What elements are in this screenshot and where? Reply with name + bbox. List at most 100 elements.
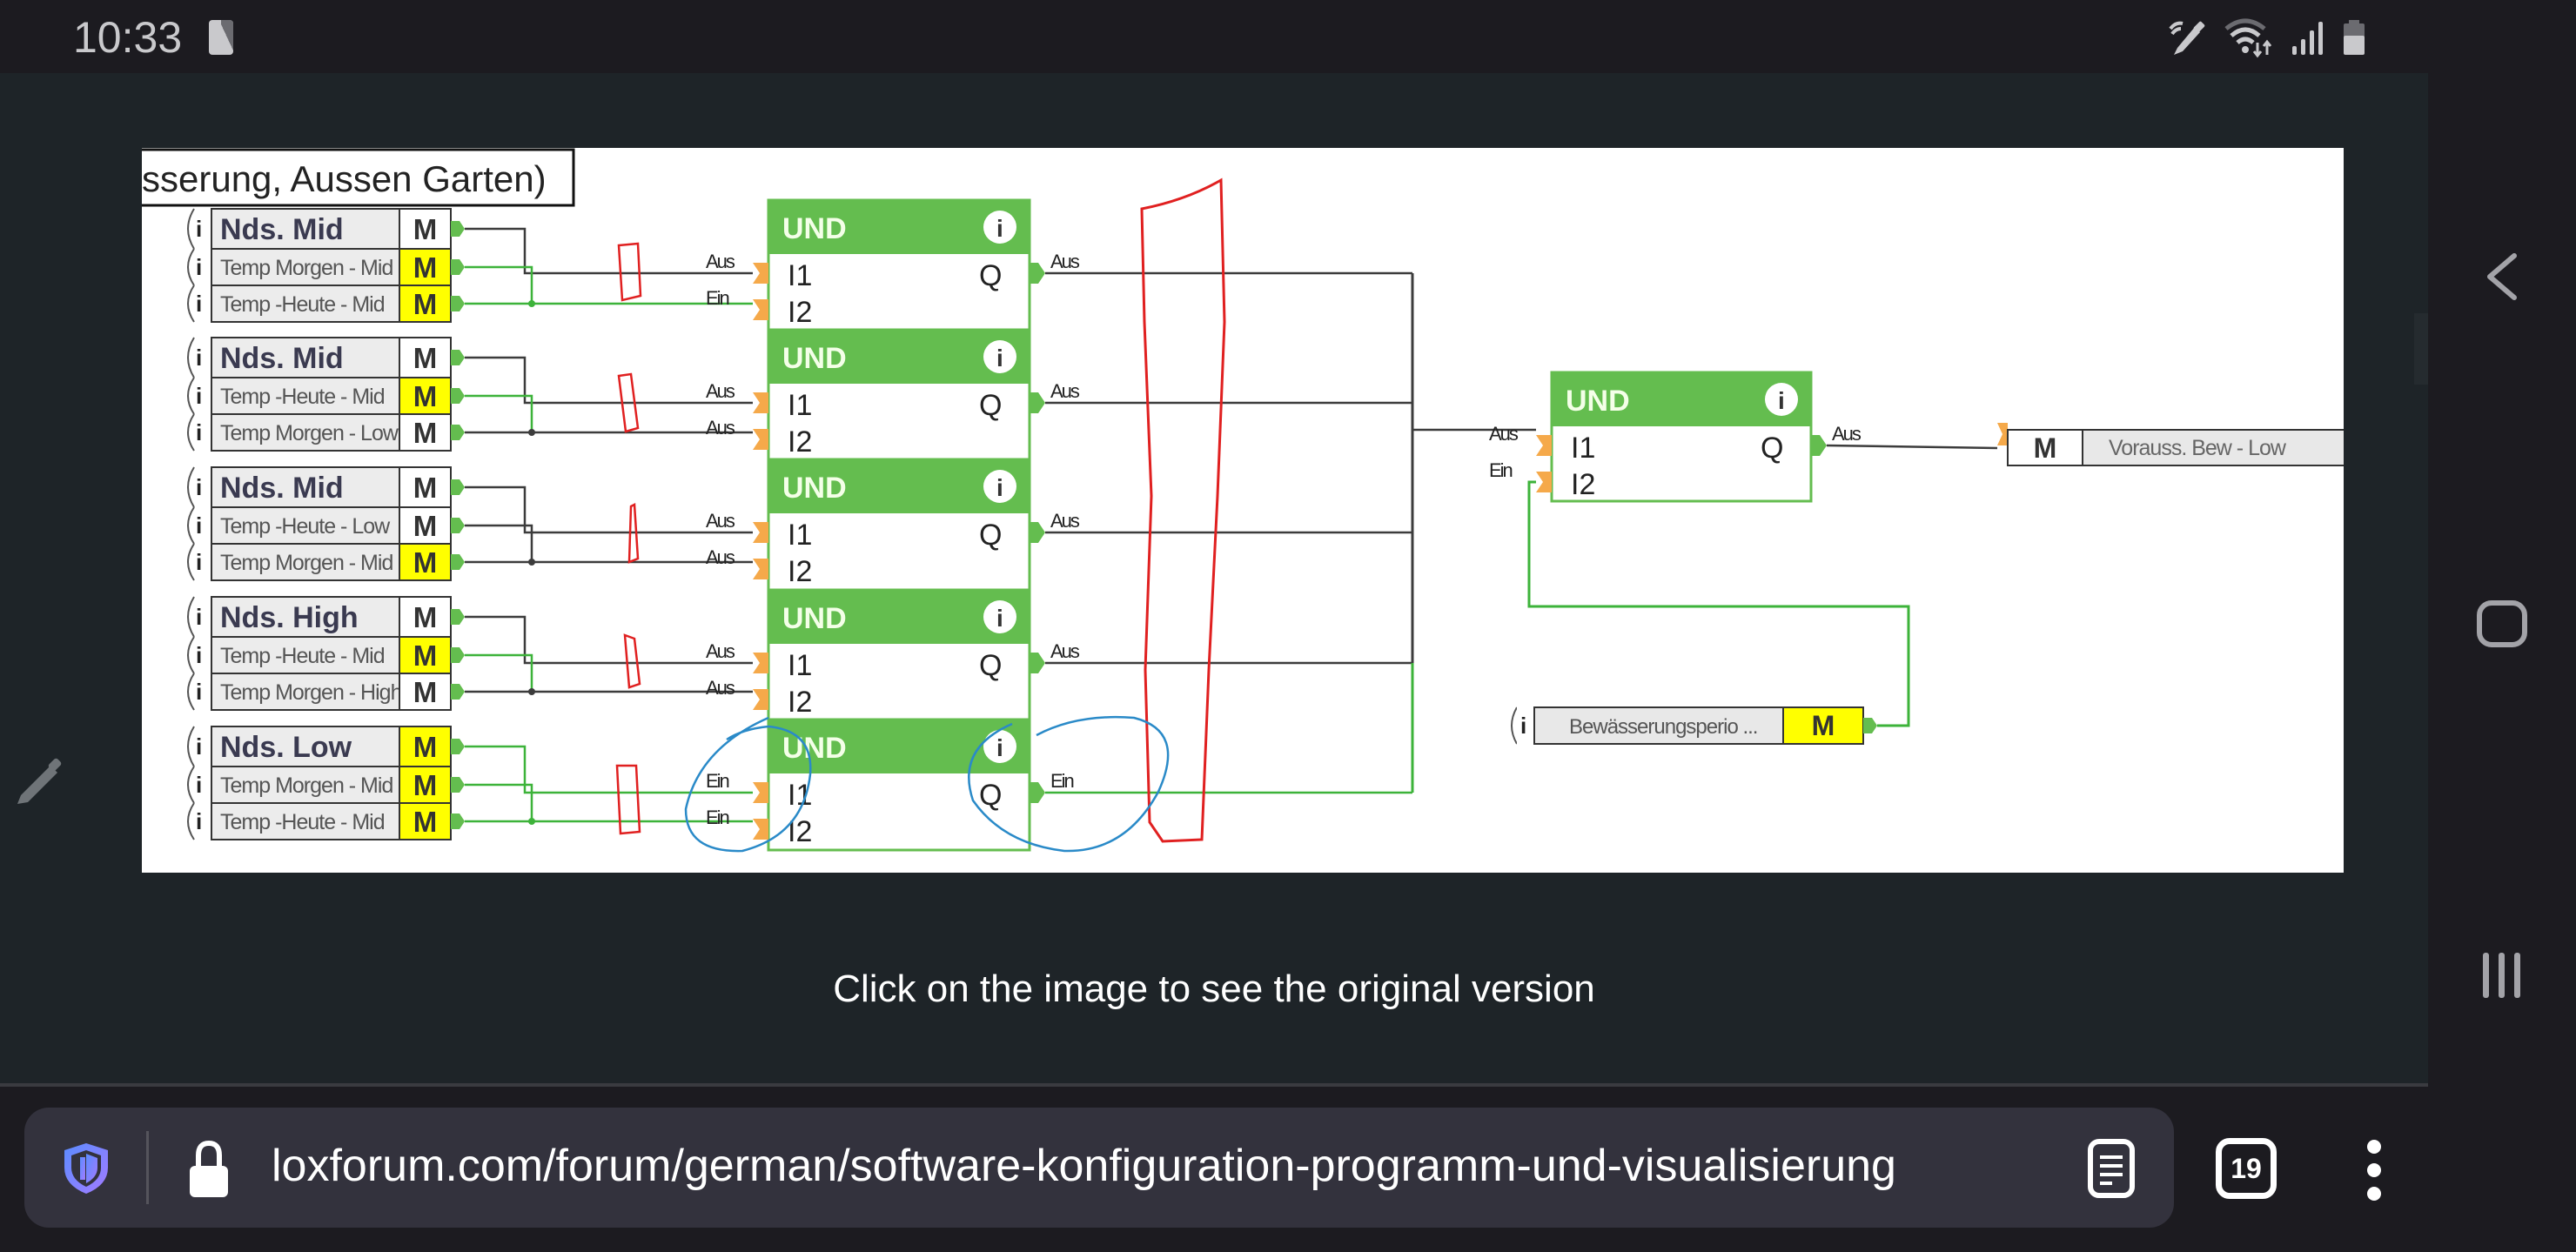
home-icon — [2477, 600, 2527, 647]
lock-block[interactable]: i Bewässerungsperio ... M — [1511, 706, 1877, 745]
blue-annotation-circle — [968, 715, 1170, 853]
output-state-label: Aus — [1050, 251, 1080, 272]
row-label-cell — [211, 726, 400, 767]
row-bracket — [187, 466, 195, 508]
output-port — [451, 479, 465, 495]
signal-icon — [2292, 22, 2323, 55]
wire — [465, 745, 753, 794]
marker-label: M — [413, 731, 438, 763]
row-label-cell — [211, 543, 400, 581]
wire — [1826, 444, 1998, 450]
row-bracket — [187, 248, 195, 286]
output-state-label: Aus — [1050, 510, 1080, 532]
marker-label: M — [413, 472, 438, 504]
toolbar-divider — [0, 1083, 2428, 1087]
info-icon: i — [196, 254, 202, 280]
output-port — [451, 259, 465, 275]
input-port-label: I1 — [788, 259, 812, 292]
recents-icon — [2483, 953, 2520, 998]
url-text[interactable]: loxforum.com/forum/german/software-konfi… — [272, 1141, 1896, 1191]
info-icon[interactable] — [983, 600, 1016, 633]
output-port — [1030, 782, 1045, 803]
input-label: Temp Morgen - High — [220, 680, 402, 705]
address-bar[interactable] — [24, 1108, 2174, 1228]
input-port-label: I2 — [788, 555, 812, 588]
output-port — [451, 554, 465, 570]
info-icon[interactable] — [983, 211, 1016, 244]
input-label: Temp Morgen - Low — [220, 421, 399, 445]
input-state-label: Aus — [706, 640, 735, 662]
info-icon[interactable] — [983, 730, 1016, 763]
red-annotation-mark — [627, 503, 640, 564]
info-icon[interactable] — [1765, 383, 1798, 416]
reader-mode-button[interactable] — [2087, 1138, 2136, 1199]
marker-cell-active — [399, 285, 452, 323]
input-port — [753, 522, 768, 543]
output-state-label: Aus — [1050, 380, 1080, 402]
und-title: UND — [782, 602, 847, 635]
und-title: UND — [782, 732, 847, 765]
info-icon-glyph: i — [1778, 387, 1785, 414]
input-state-label: Ein — [706, 287, 729, 309]
edit-button[interactable] — [12, 753, 64, 806]
nav-home-button[interactable] — [2472, 593, 2532, 654]
output-port — [451, 221, 465, 237]
nav-back-button[interactable] — [2472, 246, 2532, 307]
scrollbar-thumb[interactable] — [2414, 313, 2428, 385]
more-menu-button[interactable] — [2354, 1140, 2394, 1201]
input-label: Nds. Mid — [220, 213, 344, 246]
input-port-label: I2 — [788, 815, 812, 848]
red-annotation-mark — [615, 764, 641, 835]
output-block[interactable]: M Vorauss. Bew - Low — [1997, 423, 2344, 466]
marker-cell — [399, 596, 452, 638]
info-icon[interactable] — [983, 340, 1016, 373]
input-port-label: I1 — [788, 389, 812, 422]
info-icon: i — [1520, 713, 1526, 739]
input-label: Temp -Heute - Mid — [220, 292, 385, 317]
tabs-button[interactable]: 19 — [2216, 1138, 2277, 1199]
more-menu-icon-dot — [2367, 1187, 2381, 1201]
input-label: Temp -Heute - Mid — [220, 810, 385, 834]
info-icon-glyph: i — [996, 345, 1003, 372]
output-port — [451, 609, 465, 625]
marker-label: M — [413, 769, 438, 801]
input-state-label: Ein — [1489, 459, 1513, 481]
nav-recents-button[interactable] — [2472, 945, 2532, 1006]
input-state-label: Ein — [706, 807, 729, 828]
wire — [465, 394, 533, 432]
row-bracket — [187, 285, 195, 323]
row-bracket — [187, 377, 195, 415]
input-state-label: Aus — [706, 510, 735, 532]
input-port — [753, 782, 768, 803]
marker-label: M — [413, 342, 438, 374]
info-icon[interactable] — [983, 470, 1016, 503]
row-bracket — [187, 543, 195, 581]
red-annotation-mark — [617, 372, 640, 433]
privacy-shield-button[interactable] — [57, 1140, 115, 1197]
input-state-label: Aus — [706, 677, 735, 699]
input-port-label: I2 — [788, 296, 812, 329]
